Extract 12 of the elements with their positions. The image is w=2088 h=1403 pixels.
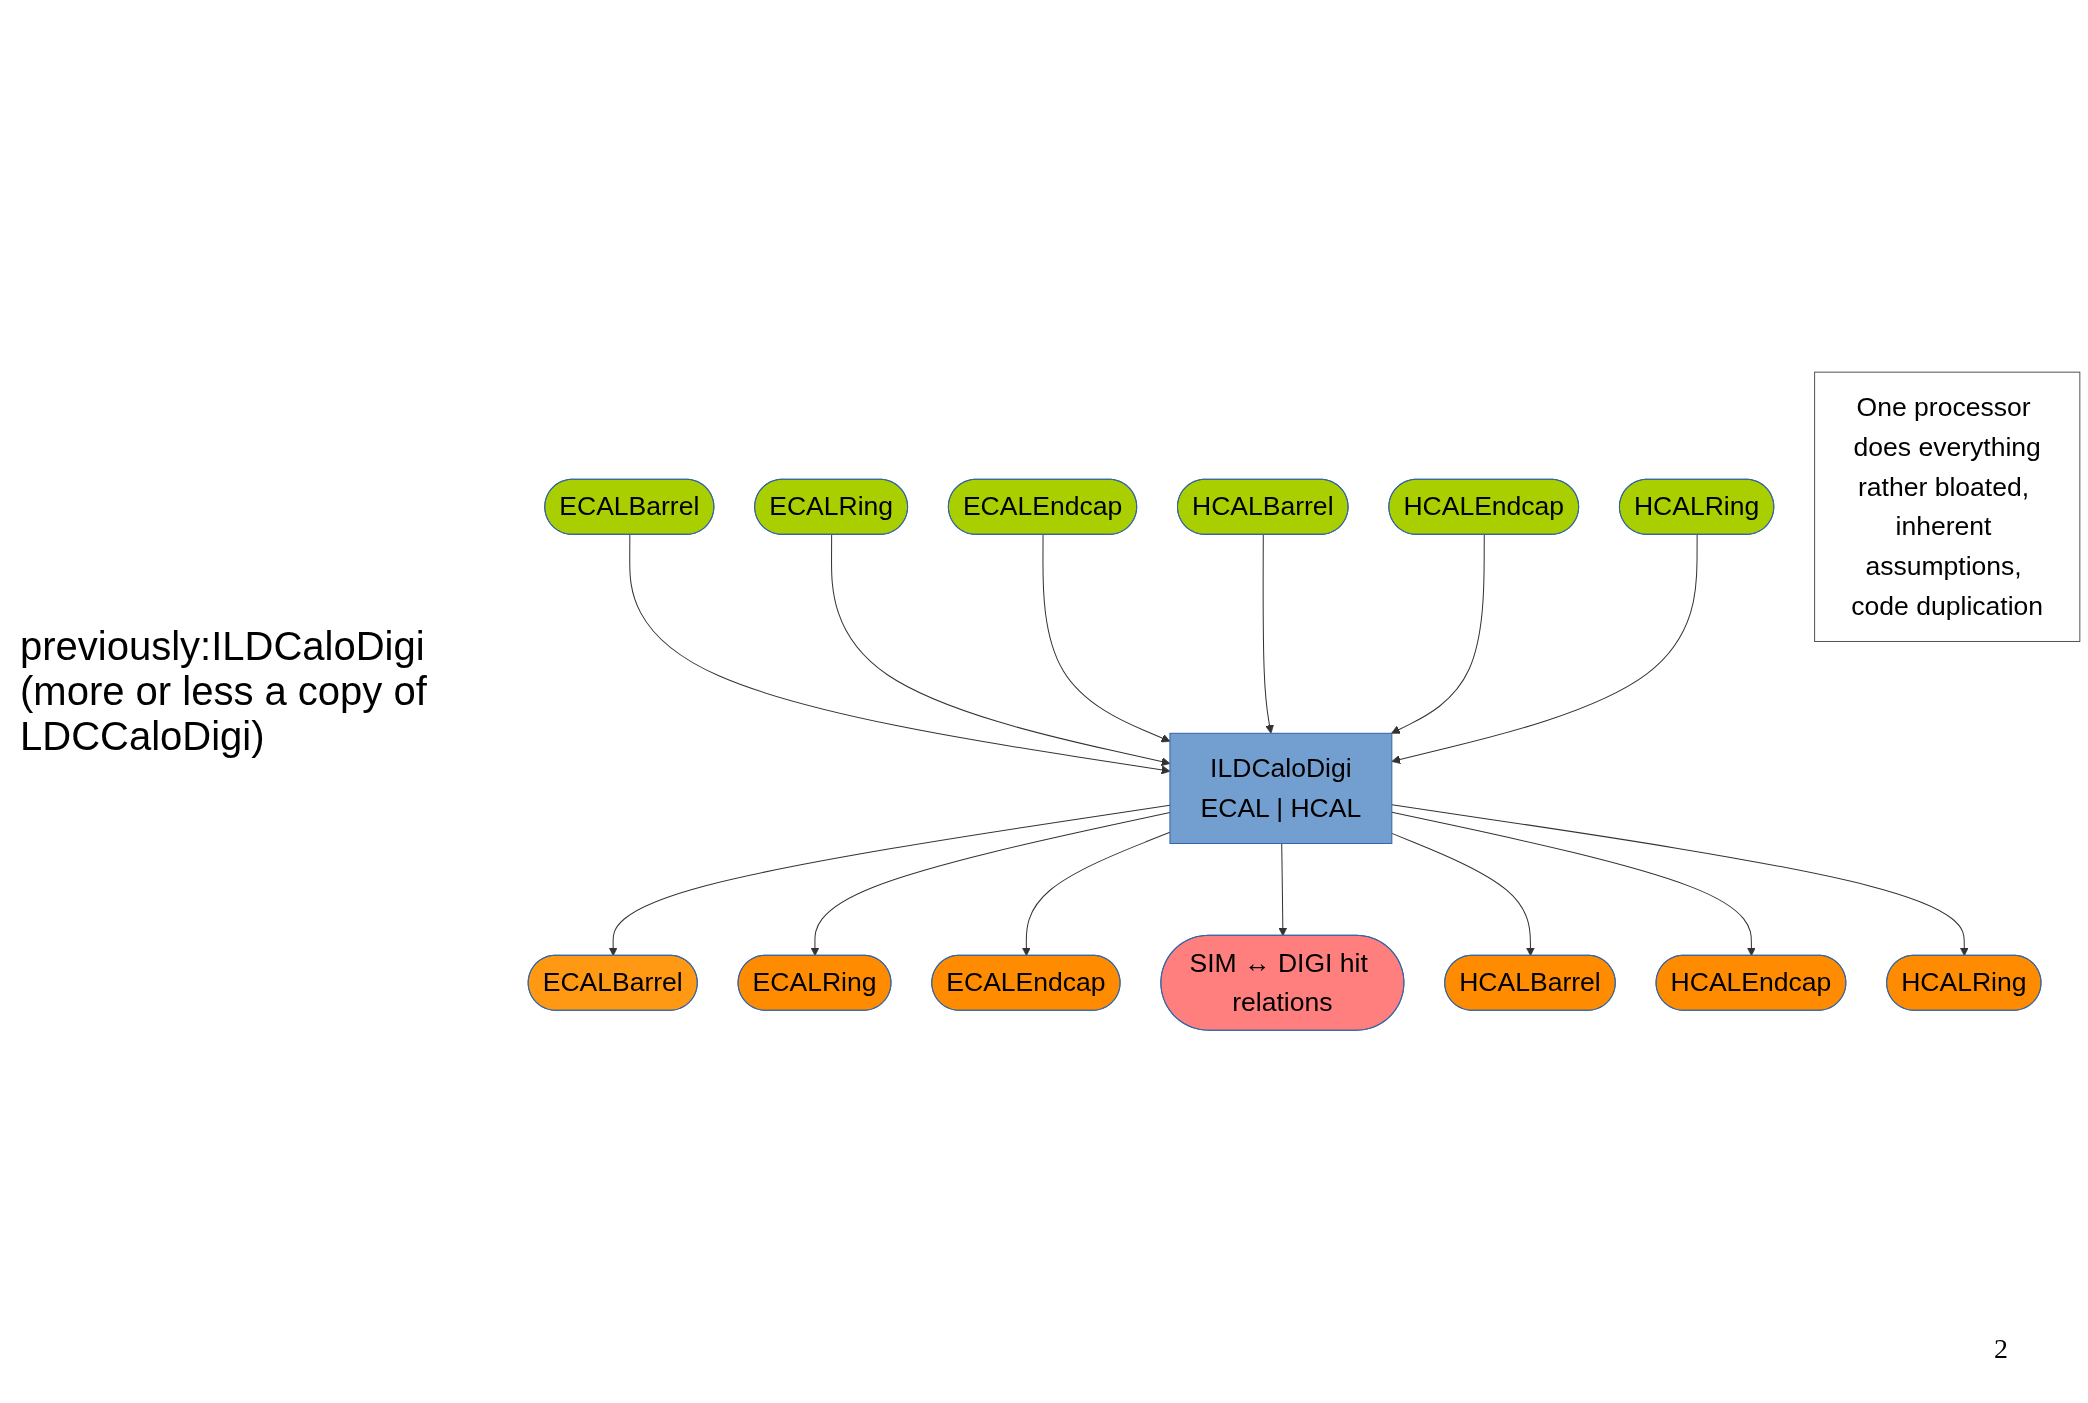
arrow (1278, 843, 1288, 937)
node-box (1814, 372, 2081, 643)
note-text: previously:ILDCaloDigi (more or less a copy of LDCCaloDigi) (20, 624, 428, 759)
arrow (1391, 804, 1969, 957)
arrow (1391, 812, 1756, 957)
arrow (1262, 534, 1274, 735)
flowchart: ECALBarrel ECALRing ECALEndcap HCALBarrel HCALEndcap HCALRing ILDCaloDigi ECAL | HCAL One processor does everything rather bloated, inherent assumptions, code duplication ECALBarrel ECALRing ECALEndcap SIM ↔ DIGI hit relations HCALBarrel HCALEndcap HCALRing (520, 364, 2088, 1039)
node-box (1169, 733, 1393, 845)
page-number: 2 (1994, 1333, 2008, 1365)
arrow (1391, 534, 1698, 765)
arrow (1391, 833, 1535, 957)
arrow (1391, 534, 1485, 735)
